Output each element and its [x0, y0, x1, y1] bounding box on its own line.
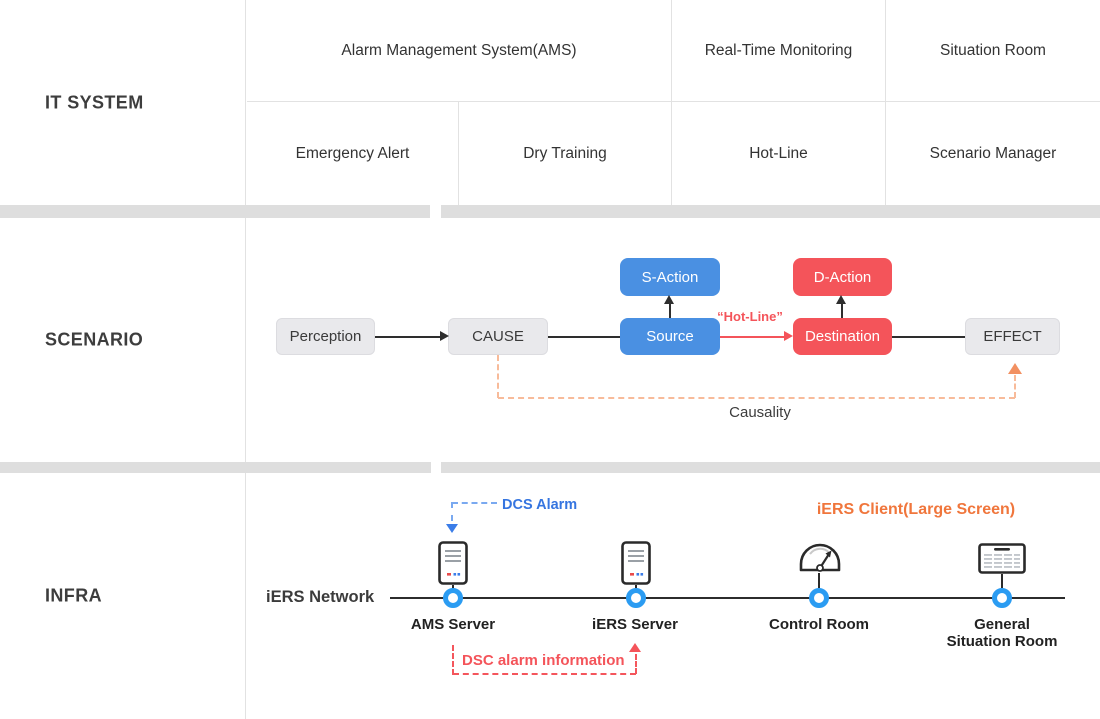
causality-path-across [498, 397, 1015, 399]
it-system-grid: Alarm Management System(AMS) Real-Time M… [247, 0, 1100, 205]
scenario-panel: SCENARIO Perception CAUSE S-Action Sourc… [0, 218, 1100, 462]
grid-cell-dry-training: Dry Training [459, 102, 672, 205]
icon-stem [452, 585, 454, 590]
section-divider [0, 462, 1100, 473]
network-node-dot [443, 588, 463, 608]
causality-path-down [497, 355, 499, 398]
section-title-infra: INFRA [45, 585, 102, 606]
icon-stem [1001, 574, 1003, 588]
node-label-control-room: Control Room [769, 616, 869, 633]
hotline-arrowhead-icon [784, 331, 793, 341]
d-action-box: D-Action [793, 258, 892, 296]
grid-cell-scenario-manager: Scenario Manager [929, 144, 1057, 162]
network-backbone-line [390, 597, 1065, 599]
it-system-side-column: IT SYSTEM [0, 0, 246, 205]
network-node-dot [992, 588, 1012, 608]
destination-effect-line [892, 336, 965, 338]
node-label-general-situation-room: General Situation Room [946, 616, 1058, 650]
grid-cell-hot-line: Hot-Line [672, 102, 886, 205]
source-box: Source [620, 318, 720, 355]
it-system-panel: IT SYSTEM Alarm Management System(AMS) R… [0, 0, 1100, 205]
scenario-side-column: SCENARIO [0, 218, 246, 462]
perception-cause-arrow-line [375, 336, 440, 338]
section-title-scenario: SCENARIO [45, 329, 144, 350]
server-icon [621, 541, 651, 585]
grid-cell-alarm-management-system: Alarm Management System(AMS) [247, 0, 672, 102]
icon-stem [818, 573, 820, 588]
dsc-info-dash-across [453, 673, 636, 675]
iers-network-label: iERS Network [266, 588, 375, 606]
server-icon [438, 541, 468, 585]
destination-daction-arrowhead-icon [836, 295, 846, 304]
section-divider [0, 205, 1100, 218]
causality-label: Causality [729, 404, 791, 421]
destination-daction-arrow-line [841, 303, 843, 318]
grid-cell-real-time-monitoring: Real-Time Monitoring [672, 0, 886, 102]
source-saction-arrow-line [669, 303, 671, 318]
source-saction-arrowhead-icon [664, 295, 674, 304]
infra-side-column: INFRA [0, 473, 246, 719]
destination-box: Destination [793, 318, 892, 355]
dsc-info-dash-up [635, 654, 637, 674]
cause-box: CAUSE [448, 318, 548, 355]
grid-cell-situation-room: Situation Room [886, 0, 1100, 102]
dsc-info-label: DSC alarm information [462, 652, 625, 669]
node-label-ams-server: AMS Server [410, 616, 496, 633]
dcs-alarm-dash-down [451, 502, 453, 521]
causality-arrowhead-icon [1008, 363, 1022, 374]
infra-panel: INFRA iERS Network AMS Server [0, 473, 1100, 719]
node-label-iers-server: iERS Server [592, 616, 678, 633]
network-node-dot [809, 588, 829, 608]
iers-client-label: iERS Client(Large Screen) [816, 501, 1016, 518]
perception-cause-arrowhead-icon [440, 331, 449, 341]
gauge-icon [799, 543, 841, 572]
effect-box: EFFECT [965, 318, 1060, 355]
perception-box: Perception [276, 318, 375, 355]
grid-cell-emergency-alert: Emergency Alert [247, 102, 459, 205]
dsc-info-arrowhead-icon [629, 643, 641, 652]
hotline-arrow-line [720, 336, 784, 338]
monitor-icon [978, 543, 1026, 574]
s-action-box: S-Action [620, 258, 720, 296]
network-node-dot [626, 588, 646, 608]
dcs-alarm-dash-across [452, 502, 497, 504]
cause-source-line [548, 336, 620, 338]
icon-stem [635, 585, 637, 590]
dcs-alarm-arrowhead-icon [446, 524, 458, 533]
hotline-label: “Hot-Line” [717, 309, 783, 324]
dcs-alarm-label: DCS Alarm [502, 497, 578, 513]
section-title-it-system: IT SYSTEM [45, 92, 144, 112]
divider-notch [431, 462, 441, 473]
causality-path-up [1014, 375, 1016, 398]
dsc-info-dash-down [452, 645, 454, 675]
divider-notch [430, 205, 441, 218]
